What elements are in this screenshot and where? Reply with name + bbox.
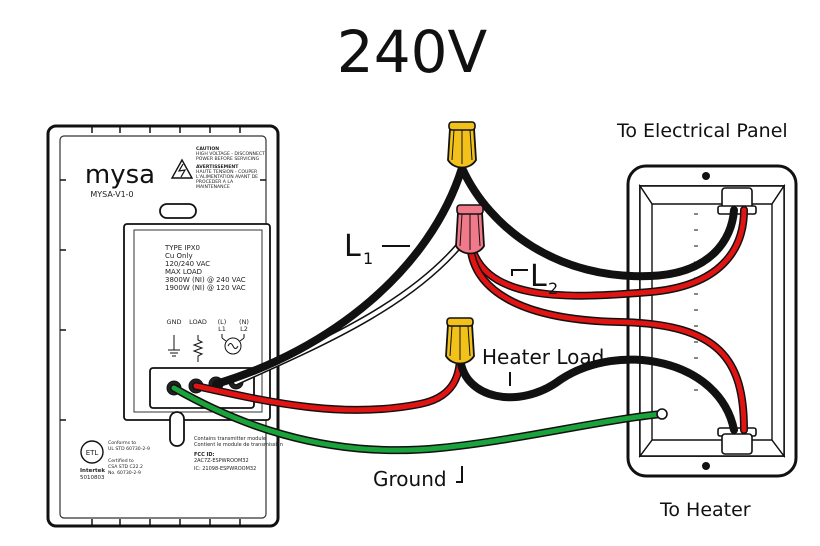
- svg-text:L: L: [530, 259, 547, 294]
- svg-text:Contient le module de transmis: Contient le module de transmission: [194, 442, 283, 448]
- red-wire-l2-panel: [467, 207, 747, 299]
- black-wire-l1-panel: [458, 164, 738, 281]
- svg-text:MAX LOAD: MAX LOAD: [165, 268, 202, 276]
- label-heater-load: Heater Load: [482, 345, 604, 369]
- svg-text:5010803: 5010803: [80, 475, 105, 481]
- svg-text:L1: L1: [218, 325, 226, 333]
- brand-logo: mysa: [85, 160, 155, 190]
- svg-text:120/240 VAC: 120/240 VAC: [165, 260, 210, 268]
- svg-text:POWER BEFORE SERVICING: POWER BEFORE SERVICING: [196, 156, 260, 162]
- svg-text:ETL: ETL: [86, 449, 99, 457]
- svg-text:No. 60730-2-9: No. 60730-2-9: [108, 470, 141, 476]
- fcc-text: Contains transmitter module Contient le …: [194, 436, 283, 472]
- terminal-gnd-label: GND: [167, 318, 182, 326]
- ground-screw: [656, 408, 668, 420]
- svg-text:2AC7Z-ESPWROOM32: 2AC7Z-ESPWROOM32: [194, 458, 249, 464]
- svg-text:Contains transmitter module: Contains transmitter module: [194, 436, 266, 442]
- wire-nut-top: [447, 121, 477, 169]
- svg-text:IC: 21098-ESPWROOM32: IC: 21098-ESPWROOM32: [194, 466, 256, 472]
- box-screw-bottom: [702, 462, 710, 470]
- label-to-heater: To Heater: [659, 499, 751, 521]
- spec-text: TYPE IPX0 Cu Only 120/240 VAC MAX LOAD 3…: [164, 244, 246, 292]
- wire-nut-lower: [445, 317, 475, 365]
- terminal-load-label: LOAD: [189, 318, 207, 326]
- title: 240V: [337, 18, 488, 86]
- black-wire-heater: [456, 352, 738, 434]
- svg-text:AVERTISSEMENT: AVERTISSEMENT: [196, 164, 239, 170]
- svg-text:Intertek: Intertek: [80, 468, 105, 474]
- svg-text:HAUTE TENSION - COUPER: HAUTE TENSION - COUPER: [196, 169, 258, 175]
- caution-text: CAUTION HIGH VOLTAGE - DISCONNECT POWER …: [196, 146, 265, 190]
- svg-text:CAUTION: CAUTION: [196, 146, 219, 152]
- svg-text:HIGH VOLTAGE - DISCONNECT: HIGH VOLTAGE - DISCONNECT: [196, 151, 265, 157]
- wires: [170, 164, 748, 455]
- red-wire-load: [193, 353, 463, 413]
- svg-text:PROCEDER A LA: PROCEDER A LA: [196, 179, 234, 185]
- terminal-l1-label: (L): [218, 318, 227, 326]
- svg-text:CSA STD C22.2: CSA STD C22.2: [108, 464, 143, 470]
- mount-slot: [159, 203, 197, 219]
- intertek-id: Intertek 5010803: [80, 468, 105, 481]
- svg-text:1900W (NI) @ 120 VAC: 1900W (NI) @ 120 VAC: [165, 284, 246, 292]
- svg-text:Conforms to: Conforms to: [108, 440, 136, 446]
- wire-nut-middle: [455, 204, 485, 255]
- thermostat-device: mysa MYSA-V1-0 CAUTION HIGH VOLTAGE - DI…: [46, 124, 283, 528]
- svg-text:Cu Only: Cu Only: [165, 252, 193, 260]
- svg-text:L: L: [344, 229, 361, 264]
- certification-logo: ETL: [80, 440, 104, 464]
- black-wire-l1-device: [212, 164, 466, 388]
- label-to-electrical-panel: To Electrical Panel: [616, 120, 788, 142]
- svg-text:L'ALIMENTATION AVANT DE: L'ALIMENTATION AVANT DE: [196, 174, 258, 180]
- warning-icon: [170, 158, 194, 179]
- svg-text:2: 2: [548, 279, 558, 298]
- svg-text:UL STD 60730-2-9: UL STD 60730-2-9: [108, 446, 150, 452]
- box-screw-top: [702, 172, 710, 180]
- label-l2: L 2: [511, 259, 558, 298]
- resistor-symbol-icon: [192, 335, 204, 362]
- svg-text:MAINTENANCE: MAINTENANCE: [196, 184, 230, 190]
- svg-text:1: 1: [363, 249, 373, 268]
- label-l1: L 1: [344, 229, 410, 268]
- svg-text:TYPE IPX0: TYPE IPX0: [164, 244, 200, 252]
- svg-text:FCC ID:: FCC ID:: [194, 452, 215, 458]
- svg-text:3800W (NI) @ 240 VAC: 3800W (NI) @ 240 VAC: [165, 276, 246, 284]
- terminal-l2-label: (N): [239, 318, 249, 326]
- model-number: MYSA-V1-0: [90, 190, 133, 199]
- svg-text:Certified to: Certified to: [108, 458, 134, 464]
- label-ground: Ground: [373, 467, 447, 491]
- green-wire-ground: [171, 385, 665, 453]
- electrical-box: [626, 164, 798, 478]
- ground-symbol-icon: [168, 335, 180, 357]
- red-wire-l2-heater: [467, 237, 747, 433]
- ac-source-icon: [221, 334, 245, 355]
- conformity-text: Conforms to UL STD 60730-2-9 Certified t…: [108, 440, 150, 476]
- svg-text:L2: L2: [240, 325, 248, 333]
